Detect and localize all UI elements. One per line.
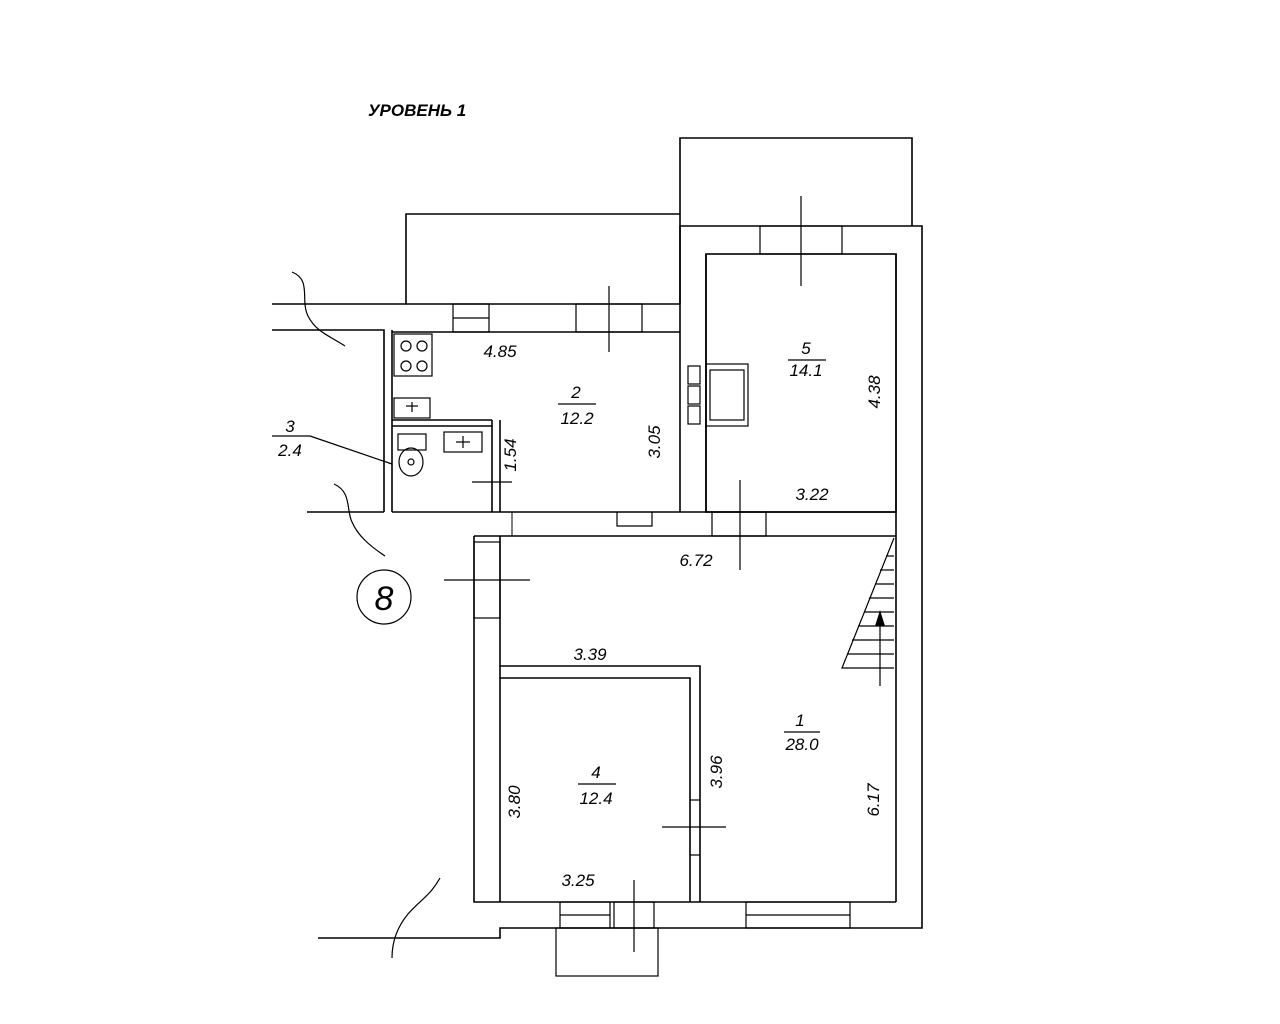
- stairs-icon: [841, 537, 895, 686]
- room-4-number: 4: [591, 763, 600, 782]
- room-label-4: 4 12.4: [578, 763, 616, 808]
- dim-room4-top: 3.39: [573, 645, 607, 664]
- break-lines: [291, 271, 441, 959]
- stove-icon: [393, 333, 433, 377]
- vent-duct: [687, 363, 749, 427]
- room-3-number: 3: [285, 417, 295, 436]
- room-label-3: 3 2.4: [277, 417, 302, 460]
- dim-living-partition: 3.96: [707, 755, 726, 789]
- room-5-area: 14.1: [789, 361, 822, 380]
- room-2-number: 2: [570, 383, 581, 402]
- room-label-1: 1 28.0: [784, 711, 820, 754]
- bathroom: [392, 419, 512, 512]
- room-3-leader: [309, 435, 393, 465]
- room-2-area: 12.2: [560, 409, 594, 428]
- dim-room5-width: 3.22: [795, 485, 829, 504]
- dim-kitchen-width: 4.85: [483, 342, 517, 361]
- plan-title: УРОВЕНЬ 1: [368, 101, 466, 120]
- room-label-2: 2 12.2: [558, 383, 596, 428]
- kitchen-fixtures: [393, 333, 433, 419]
- dim-room4-depth: 3.80: [505, 785, 524, 819]
- room-1-area: 28.0: [784, 735, 819, 754]
- room-label-5: 5 14.1: [788, 339, 826, 380]
- room-1-number: 1: [795, 711, 804, 730]
- dim-room4-width: 3.25: [561, 871, 595, 890]
- building-number: 8: [375, 580, 394, 618]
- room-4-area: 12.4: [579, 789, 612, 808]
- room-3-area: 2.4: [277, 441, 302, 460]
- building-number-circle: [356, 569, 412, 625]
- dim-bath-width: 1.54: [501, 438, 520, 471]
- dim-kitchen-depth: 3.05: [645, 425, 664, 459]
- room-5-number: 5: [801, 339, 811, 358]
- dim-room5-depth: 4.38: [865, 375, 884, 409]
- room-4-walls: [500, 665, 726, 902]
- outer-walls: [272, 137, 923, 977]
- sink-icon: [393, 397, 431, 419]
- dim-living-width: 6.72: [679, 551, 713, 570]
- dim-living-depth: 6.17: [864, 783, 883, 817]
